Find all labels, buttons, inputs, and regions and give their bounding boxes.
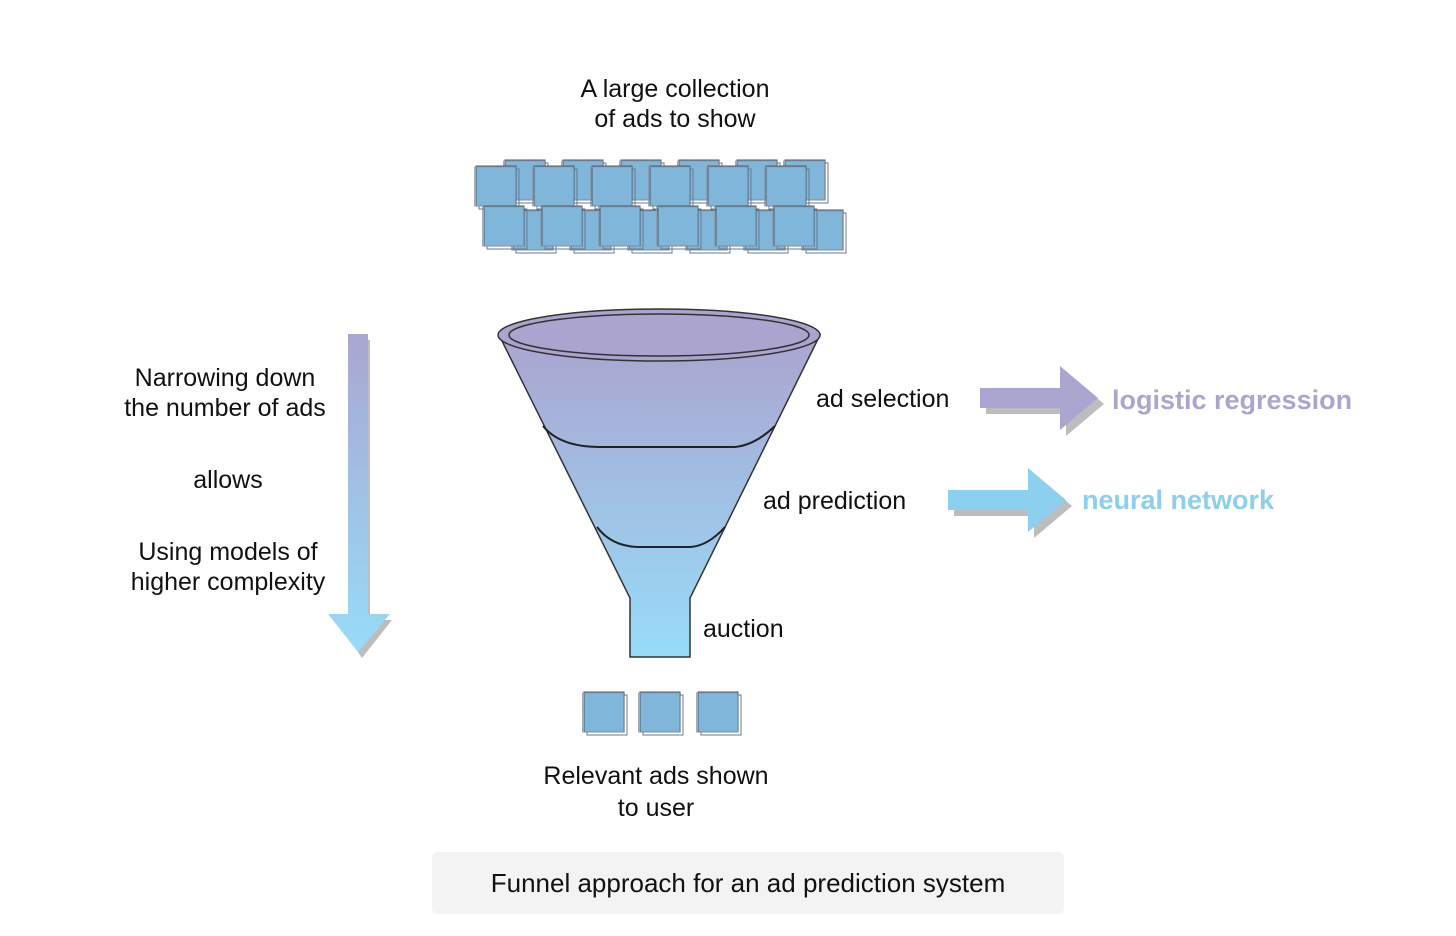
ad-prediction-arrow (948, 468, 1072, 538)
relevant-ads-label-line2: to user (617, 794, 695, 822)
model-neural-network: neural network (1082, 485, 1275, 515)
ad-tile (714, 205, 760, 250)
complexity-line1: Using models of (138, 538, 318, 566)
ad-tile (474, 165, 520, 210)
ad-tile (482, 205, 528, 250)
complexity-line2: higher complexity (130, 568, 326, 596)
narrowing-arrow (328, 334, 392, 658)
stage-label-ad-selection: ad selection (816, 385, 950, 413)
model-logistic-regression: logistic regression (1112, 385, 1353, 415)
stage-divider-1 (542, 425, 776, 448)
ad-tile (590, 165, 636, 210)
narrowing-line1: Narrowing down (134, 364, 316, 392)
caption-box: Funnel approach for an ad prediction sys… (432, 852, 1064, 914)
relevant-ads (582, 691, 742, 736)
ad-tile (656, 205, 702, 250)
ad-tile (598, 205, 644, 250)
relevant-ads-label-line1: Relevant ads shown (543, 762, 769, 790)
narrowing-text: Narrowing down the number of ads (90, 363, 360, 423)
ad-collection-label: A large collection of ads to show (520, 74, 830, 134)
ad-collection-label-line2: of ads to show (594, 105, 756, 133)
stage-label-ad-prediction: ad prediction (763, 487, 907, 515)
funnel-rim (497, 308, 821, 362)
ad-tile (648, 165, 694, 210)
ad-collection (474, 159, 847, 254)
ad-tile (532, 165, 578, 210)
narrowing-line2: the number of ads (124, 394, 326, 422)
ad-tile (772, 205, 818, 250)
relevant-ads-label: Relevant ads shown to user (500, 760, 812, 824)
ad-tile (582, 691, 628, 736)
stage-label-auction: auction (703, 615, 784, 643)
ad-tile (540, 205, 586, 250)
ad-tile (764, 165, 810, 210)
ad-selection-arrow (980, 366, 1104, 436)
stage-divider-2 (596, 526, 726, 548)
funnel-rim-inner (508, 313, 810, 357)
funnel (497, 308, 822, 658)
caption: Funnel approach for an ad prediction sys… (490, 867, 1006, 898)
allows-text: allows (193, 466, 263, 494)
ad-tile (638, 691, 684, 736)
ad-collection-label-line1: A large collection (580, 75, 770, 103)
complexity-text: Using models of higher complexity (90, 537, 366, 597)
ad-tile (696, 691, 742, 736)
ad-tile (706, 165, 752, 210)
